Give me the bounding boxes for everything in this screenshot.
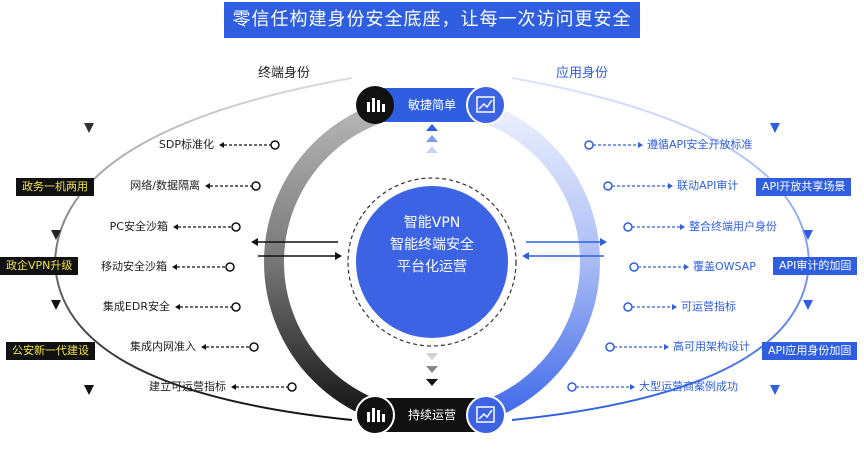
right-item: 高可用架构设计 [673, 340, 750, 353]
left-connectors [177, 144, 288, 388]
terminal-identity-label: 终端身份 [258, 66, 311, 81]
center-line-3: 平台化运营 [397, 259, 467, 275]
center-line-2: 智能终端安全 [390, 237, 474, 253]
right-arc-arrow-1 [770, 123, 780, 133]
trend-chart-icon [476, 96, 495, 113]
left-item: 集成内网准入 [130, 340, 196, 353]
right-item: 覆盖OWSAP [693, 260, 756, 273]
right-arc-arrow-3 [803, 300, 813, 310]
up-chevron-2 [426, 135, 438, 142]
down-chevron-2 [426, 366, 438, 373]
right-connector-arrows [630, 142, 689, 390]
right-arc-arrow-4 [770, 385, 780, 395]
right-tag: API应用身份加固 [762, 342, 858, 360]
right-item: 大型运营商案例成功 [639, 380, 738, 393]
right-item: 联动API审计 [677, 179, 739, 192]
left-arc-arrow-3 [51, 300, 61, 310]
left-item: 网络/数据隔离 [130, 179, 200, 192]
right-arc-arrow-2 [803, 230, 813, 240]
bottom-pill-label: 持续运营 [408, 408, 457, 422]
up-chevron-3 [426, 146, 438, 153]
left-tag: 政企VPN升级 [0, 257, 79, 275]
bottom-pill [364, 398, 500, 432]
right-tag: API开放共享场景 [756, 178, 852, 196]
title-banner: 零信任构建身份安全底座，让每一次访问更安全 [224, 2, 640, 38]
down-chevron-3 [426, 379, 438, 386]
trend-chart-icon [476, 406, 495, 423]
right-connectors [576, 144, 684, 388]
left-arc-arrow-1 [84, 123, 94, 133]
bar-chart-icon [367, 408, 385, 422]
left-item: PC安全沙箱 [109, 220, 168, 233]
left-arc-arrow-4 [84, 385, 94, 395]
top-pill-label: 敏捷简单 [408, 98, 457, 112]
right-item: 整合终端用户身份 [689, 220, 777, 233]
bar-chart-icon [367, 98, 385, 112]
left-arc-arrow-2 [51, 230, 61, 240]
up-chevron-1 [426, 124, 438, 131]
left-item: 集成EDR安全 [102, 300, 170, 313]
center-core [356, 186, 508, 338]
left-tag: 政务一机两用 [16, 178, 94, 196]
left-connector-arrows [172, 142, 236, 390]
left-dots [225, 140, 297, 392]
left-item: 移动安全沙箱 [101, 260, 167, 273]
ring-left-half [264, 94, 433, 430]
down-chevron-1 [426, 353, 438, 360]
left-item: SDP标准化 [158, 138, 214, 151]
right-item: 遵循API安全开放标准 [647, 138, 753, 151]
right-dots [567, 140, 639, 392]
top-pill [364, 88, 500, 122]
right-tag: API审计的加固 [773, 257, 858, 275]
application-identity-label: 应用身份 [556, 66, 609, 81]
center-dashed-ring [347, 177, 517, 347]
center-text: 智能VPN 智能终端安全 平台化运营 [360, 212, 504, 278]
ring-right-half [431, 94, 600, 430]
center-line-1: 智能VPN [403, 215, 461, 231]
left-tag: 公安新一代建设 [6, 342, 95, 360]
left-item: 建立可运营指标 [149, 380, 226, 393]
right-item: 可运营指标 [681, 300, 736, 313]
